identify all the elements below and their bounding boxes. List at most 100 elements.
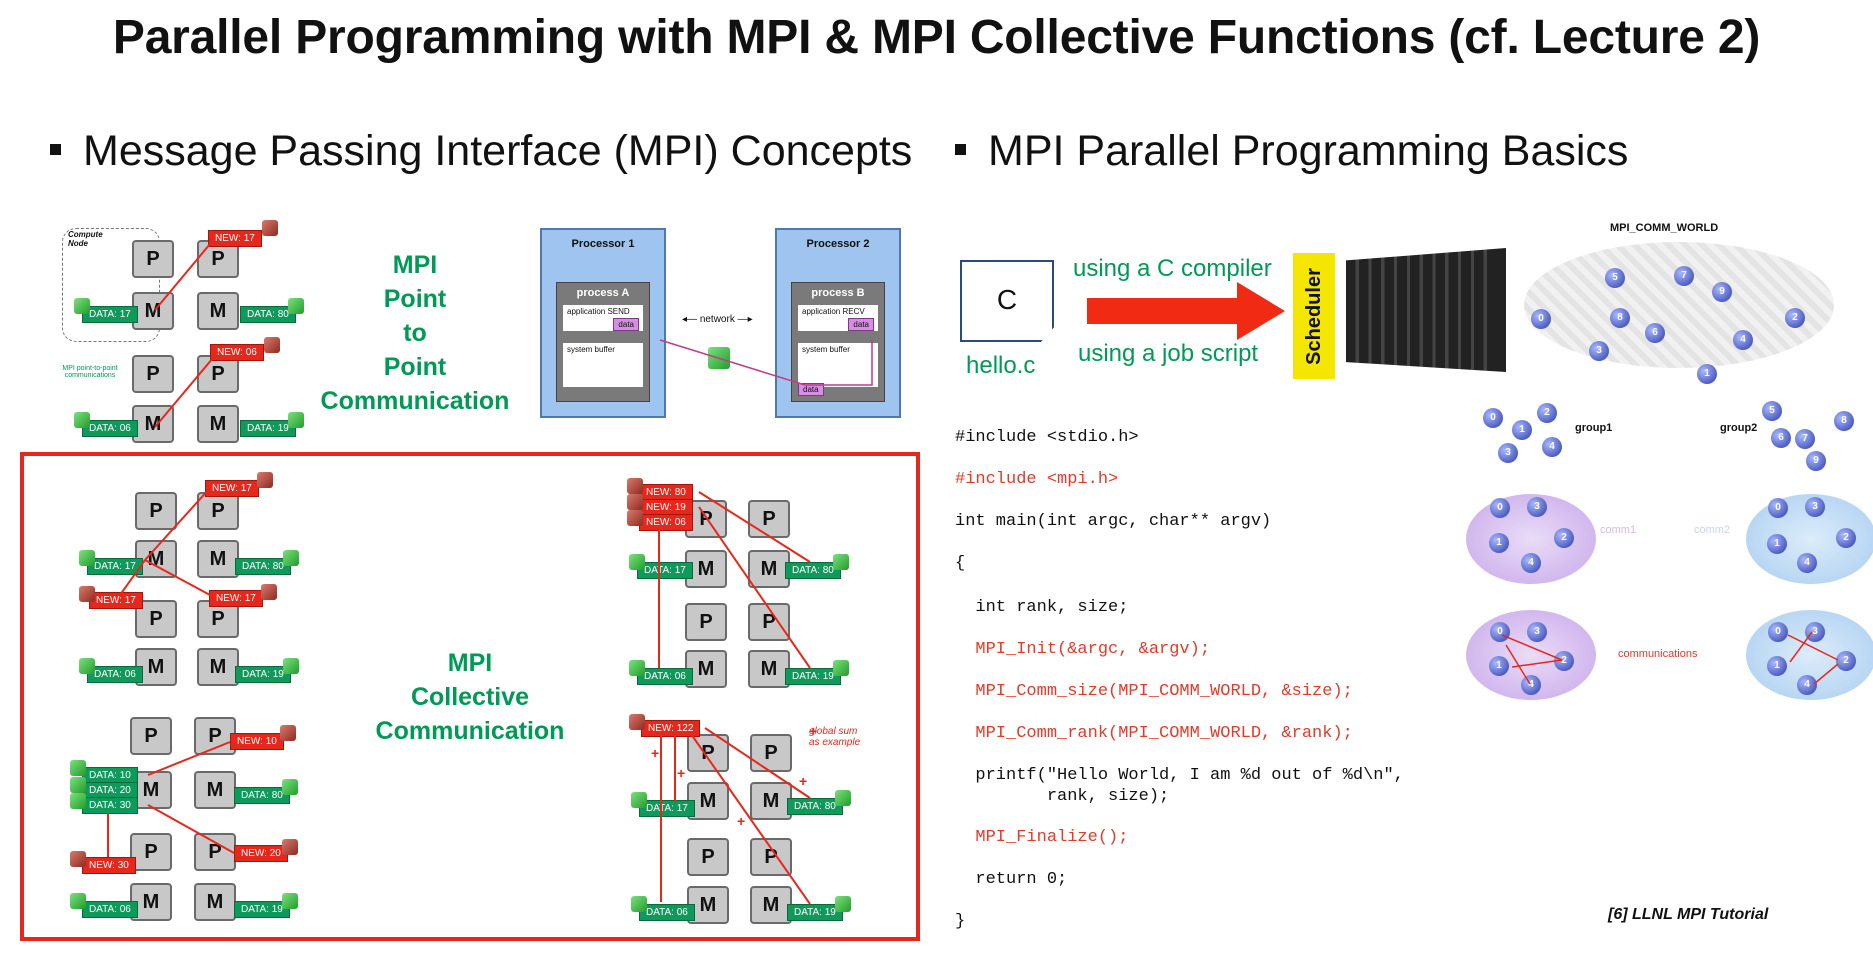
data-value-tag: DATA: 17 xyxy=(637,562,693,579)
rank-bubble: 5 xyxy=(1762,401,1782,421)
code-line: { xyxy=(955,554,966,573)
data-value-tag: DATA: 80 xyxy=(785,562,841,579)
green-cube-icon xyxy=(631,896,647,912)
rank-bubble: 1 xyxy=(1767,656,1787,676)
memory-m: M xyxy=(132,405,174,443)
process-name: process A xyxy=(576,287,630,299)
code-line: int rank, size; xyxy=(955,598,1129,617)
reduce-diagram: P P M M P P M M NEW: 122 global sum as e… xyxy=(625,712,875,924)
red-cube-icon xyxy=(627,478,643,494)
red-cube-icon xyxy=(79,586,95,602)
green-cube-icon xyxy=(70,777,86,793)
data-value-tag: DATA: 06 xyxy=(639,904,695,921)
processor-p: P xyxy=(685,603,727,641)
data-value-tag: DATA: 19 xyxy=(235,666,291,683)
green-cube-icon xyxy=(835,896,851,912)
rank-bubble: 9 xyxy=(1806,451,1826,471)
red-cube-icon xyxy=(282,839,298,855)
processor-p: P xyxy=(130,717,172,755)
scatter-diagram: P P M M P P M M DATA: 10 DATA: 20 DATA: … xyxy=(68,715,318,925)
new-value-tag: NEW: 17 xyxy=(205,480,259,497)
rank-bubble: 0 xyxy=(1483,408,1503,428)
bullet-mpi-basics: MPI Parallel Programming Basics xyxy=(955,127,1628,176)
processor-p: P xyxy=(197,355,239,393)
green-cube-icon xyxy=(70,760,86,776)
data-value-tag: DATA: 19 xyxy=(234,901,290,918)
collective-label: MPI Collective Communication xyxy=(375,649,565,745)
svg-text:+: + xyxy=(651,745,659,761)
code-line: MPI_Comm_size(MPI_COMM_WORLD, &size); xyxy=(955,682,1353,701)
data-value-tag: DATA: 06 xyxy=(87,666,143,683)
processor-title: Processor 1 xyxy=(571,238,635,250)
green-cube-icon xyxy=(74,298,90,314)
rank-bubble: 1 xyxy=(1489,533,1509,553)
gather-diagram: P P M M P P M M NEW: 80 NEW: 19 NEW: 06 … xyxy=(625,478,865,698)
bullet-square-icon xyxy=(50,144,61,156)
svg-text:+: + xyxy=(809,723,817,739)
red-cube-icon xyxy=(627,494,643,510)
network-label: ◂— network —▸ xyxy=(682,314,753,325)
data-chip: data xyxy=(848,318,874,331)
bullet-text: MPI Parallel Programming Basics xyxy=(988,127,1629,175)
rank-bubble: 3 xyxy=(1527,497,1547,517)
data-value-tag: DATA: 17 xyxy=(82,306,138,323)
data-value-tag: DATA: 80 xyxy=(240,306,296,323)
green-cube-icon xyxy=(288,298,304,314)
rank-bubble: 3 xyxy=(1805,497,1825,517)
p2p-node-diagram: Compute Node P P M M NEW: 17 DATA: 17 DA… xyxy=(60,220,310,450)
green-cube-icon xyxy=(282,893,298,909)
rank-bubble: 9 xyxy=(1712,282,1732,302)
supercomputer-icon xyxy=(1346,248,1506,372)
code-line: MPI_Init(&argc, &argv); xyxy=(955,640,1211,659)
processor-p: P xyxy=(687,838,729,876)
rank-bubble: 2 xyxy=(1537,403,1557,423)
citation: [6] LLNL MPI Tutorial xyxy=(1608,906,1769,923)
processor-p: P xyxy=(750,734,792,772)
data-value-tag: DATA: 06 xyxy=(82,420,138,437)
rank-bubble: 2 xyxy=(1554,528,1574,548)
gather-arrows xyxy=(658,491,811,669)
green-cube-icon xyxy=(629,660,645,676)
scatter-arrows xyxy=(107,741,235,857)
processor-p: P xyxy=(197,492,239,530)
p2p-arrows xyxy=(154,237,219,428)
bullet-square-icon xyxy=(955,144,966,156)
green-cube-icon xyxy=(833,660,849,676)
processor-p: P xyxy=(135,492,177,530)
rank-bubble: 5 xyxy=(1605,268,1625,288)
process-name: process B xyxy=(811,287,865,299)
p2p-small-label: MPI point-to-point communications xyxy=(62,365,118,379)
bullet-mpi-concepts: Message Passing Interface (MPI) Concepts xyxy=(50,127,912,176)
processor-p: P xyxy=(132,355,174,393)
red-cube-icon xyxy=(280,725,296,741)
code-line: return 0; xyxy=(955,870,1068,889)
system-buffer: system buffer xyxy=(798,343,878,387)
comm1-label: comm1 xyxy=(1600,524,1637,536)
rank-bubble: 0 xyxy=(1531,309,1551,329)
network-path xyxy=(659,339,873,386)
broadcast-arrows xyxy=(119,487,211,596)
red-cube-icon xyxy=(70,851,86,867)
c-file-icon: C xyxy=(960,260,1054,342)
data-value-tag: DATA: 17 xyxy=(87,558,143,575)
new-value-tag: NEW: 17 xyxy=(208,230,262,247)
rank-bubble: 6 xyxy=(1645,323,1665,343)
new-value-tag: NEW: 06 xyxy=(639,514,693,531)
rank-bubble: 4 xyxy=(1521,553,1541,573)
svg-text:+: + xyxy=(799,773,807,789)
code-line: rank, size); xyxy=(955,787,1170,806)
rank-bubble: 3 xyxy=(1527,622,1547,642)
compiler-label: using a C compiler xyxy=(1073,255,1272,282)
rank-bubble: 8 xyxy=(1610,308,1630,328)
green-cube-icon xyxy=(835,790,851,806)
data-chip: data xyxy=(798,383,824,396)
code-line: #include <mpi.h> xyxy=(955,470,1119,489)
data-value-tag: DATA: 19 xyxy=(785,668,841,685)
system-buffer: system buffer xyxy=(563,343,643,387)
rank-bubble: 4 xyxy=(1542,437,1562,457)
new-value-tag: NEW: 06 xyxy=(210,344,264,361)
rank-bubble: 0 xyxy=(1768,498,1788,518)
